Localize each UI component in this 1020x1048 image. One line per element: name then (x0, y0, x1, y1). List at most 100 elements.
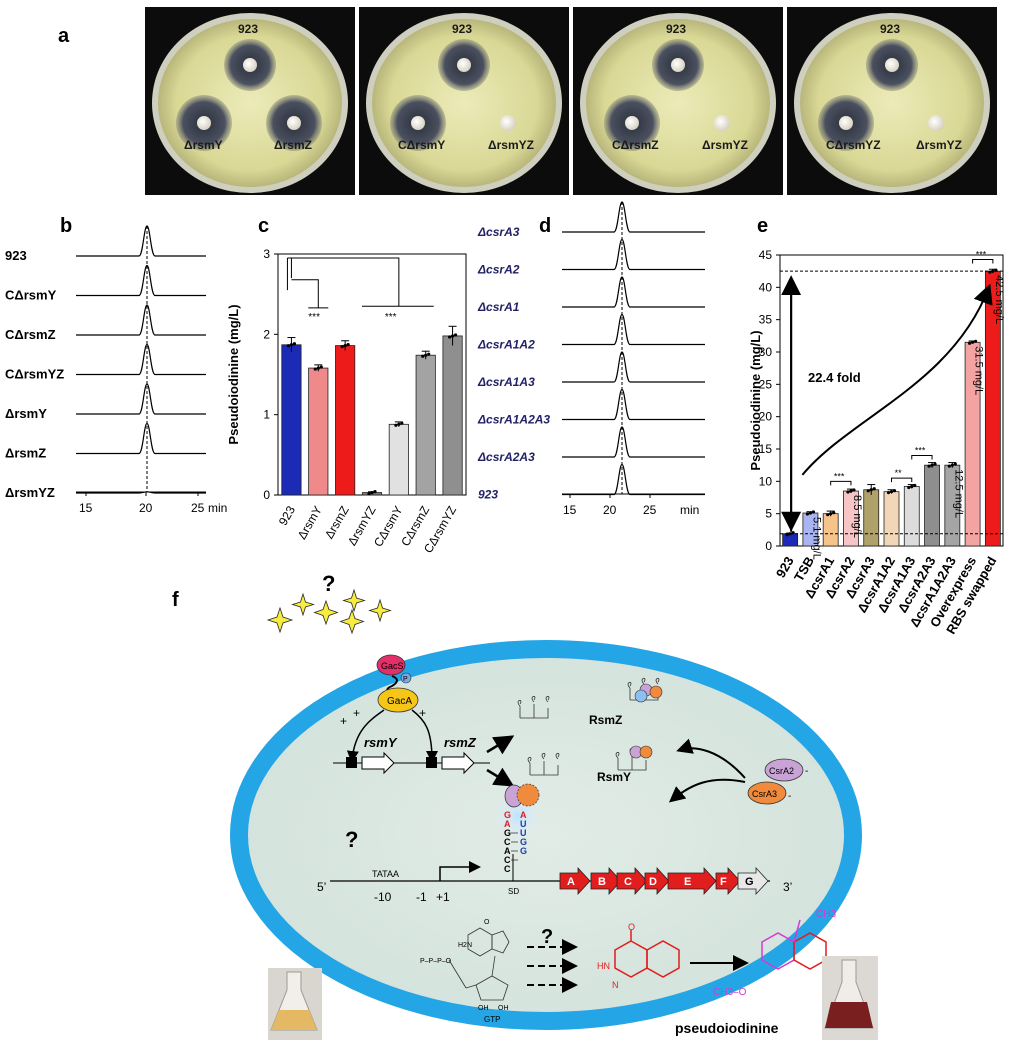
transcription-arrow-rsmZ (486, 735, 515, 755)
sig-label: *** (385, 312, 397, 323)
data-point (852, 488, 856, 492)
gene-label: E (684, 876, 691, 888)
five-prime-label: 5’ (317, 880, 326, 894)
colony-label: 923 (238, 22, 258, 36)
sig-bracket (286, 257, 434, 307)
data-point (970, 340, 975, 344)
gtp-oh-label-1: OH (478, 1005, 489, 1012)
panel-f-schematic: ? GacS P GacA + + + rsmY rsmZ (230, 571, 878, 1040)
bound-csra-icon (639, 745, 653, 759)
csra2-minus: - (805, 766, 808, 777)
hairpin-base: U (520, 819, 527, 829)
data-point (910, 484, 914, 489)
panel-c-bar-chart: 0123923ΔrsmYΔrsmZΔrsmYZCΔrsmYCΔrsmZCΔrsm… (226, 247, 467, 556)
chromatogram-trace (562, 426, 705, 458)
fold-change-label: 22.4 fold (808, 370, 861, 385)
sig-label: ** (895, 468, 903, 478)
gtp-h2n-label: H2N (458, 942, 472, 949)
signal-molecules-icon (266, 588, 392, 635)
x-unit-label: min (680, 503, 699, 517)
gtp-phosphates-label: P–P–P–O (420, 958, 452, 965)
colony-label: 923 (452, 22, 472, 36)
x-tick-label: 25 (191, 501, 205, 515)
y-tick-label: 25 (759, 377, 773, 391)
regulation-question-mark: ? (345, 827, 358, 852)
minus-10-label: -10 (374, 890, 392, 904)
gacs-label: GacS (381, 661, 404, 671)
hairpin-base: C (504, 855, 511, 865)
data-point (947, 464, 951, 468)
panel-b-chromatograms: 923CΔrsmYCΔrsmZCΔrsmYZΔrsmYΔrsmZΔrsmYZ15… (5, 225, 227, 515)
rsmZ-gene-label: rsmZ (444, 735, 477, 750)
data-point (869, 488, 873, 492)
y-tick-label: 0 (765, 539, 772, 553)
data-point (892, 489, 897, 493)
data-point (829, 512, 833, 516)
rsmY-gene-arrow (361, 751, 395, 775)
gene-label: A (567, 876, 575, 888)
data-point (832, 511, 836, 515)
csra2-label: CsrA2 (769, 766, 794, 776)
data-point (866, 489, 870, 493)
data-point (286, 344, 291, 348)
x-unit-label: min (208, 501, 227, 515)
cell-membrane (230, 640, 862, 1030)
bacterial-colony (671, 58, 685, 72)
panel-label-b: b (60, 215, 72, 237)
gene-arrow (616, 866, 648, 896)
data-point (424, 353, 428, 357)
x-tick-label: 15 (563, 503, 577, 517)
data-point (397, 422, 401, 426)
plus-sign-rsmY: + (340, 714, 347, 728)
data-point (450, 334, 455, 338)
chromatogram-trace (76, 304, 206, 336)
trace-label: 923 (5, 248, 27, 263)
data-point (808, 511, 813, 515)
csra-sequestration-arrow-1 (676, 738, 746, 779)
bar (863, 489, 880, 547)
trace-label: CΔrsmY (5, 288, 57, 303)
chromatogram-trace (562, 388, 705, 421)
chromatogram-trace (562, 313, 705, 346)
sd-label: SD (508, 887, 519, 896)
x-tick-label: 15 (79, 501, 93, 515)
product-name-label: pseudoiodinine (675, 1020, 779, 1036)
data-point (373, 489, 377, 494)
y-tick-label: 45 (759, 248, 773, 262)
x-tick-label: 25 (643, 503, 657, 517)
bound-csra-icon (634, 689, 648, 703)
plus-sign-rsmY-2: + (353, 706, 360, 720)
bar (442, 335, 463, 496)
data-point (292, 342, 297, 346)
trace-label: ΔrsmZ (5, 446, 46, 461)
y-tick-label: 2 (263, 327, 270, 341)
trace-label: ΔcsrA1A2A3 (477, 413, 550, 427)
bound-csra3-icon (516, 783, 540, 807)
gene-arrow (590, 866, 622, 896)
y-tick-label: 0 (263, 488, 270, 502)
chromatogram-trace (562, 463, 705, 496)
product-ch3-label: CH3 (816, 909, 836, 920)
trace-label: ΔcsrA2 (477, 263, 520, 277)
data-point (811, 510, 816, 514)
colony-label: ΔrsmY (184, 138, 223, 152)
trace-label: 923 (478, 488, 498, 502)
phosphate-label: P (403, 676, 408, 683)
panel-e-bar-chart: 051015202530354045923TSBΔcsrA1ΔcsrA2Δcsr… (748, 248, 1005, 637)
bar (415, 354, 436, 496)
colony-label: ΔrsmYZ (488, 138, 534, 152)
y-tick-label: 35 (759, 313, 773, 327)
bar (822, 513, 839, 547)
bacterial-colony (839, 116, 853, 130)
hairpin-base: A (520, 810, 527, 820)
colony-label: ΔrsmZ (274, 138, 312, 152)
hairpin-base: G (520, 846, 527, 856)
transcription-start-arrow (439, 861, 481, 881)
y-tick-label: 40 (759, 280, 773, 294)
bacterial-colony (457, 58, 471, 72)
csra3-protein (747, 781, 787, 805)
plus-1-label: +1 (436, 890, 450, 904)
y-axis-label: Pseudoiodinine (mg/L) (748, 330, 763, 470)
gene-arrow (644, 866, 670, 896)
